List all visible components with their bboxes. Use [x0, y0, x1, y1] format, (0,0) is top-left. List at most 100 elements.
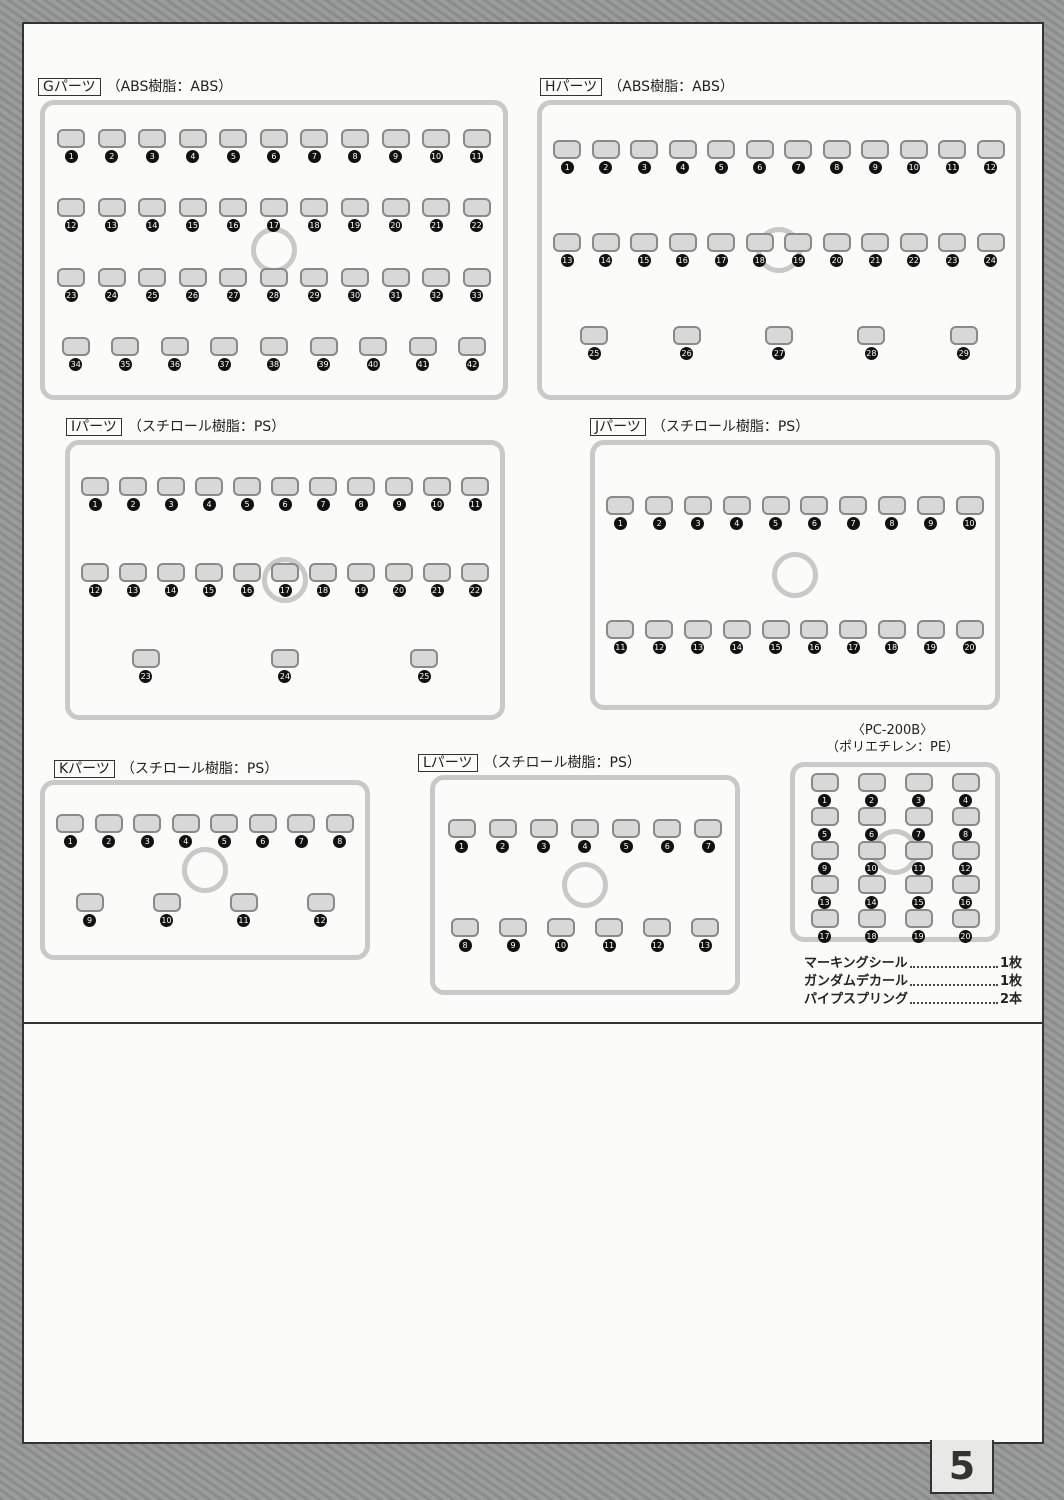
sprue-header-k: Kパーツ（スチロール樹脂：PS） [54, 758, 278, 778]
sprue-tag: Lパーツ [418, 754, 478, 772]
part-l-8: 8 [446, 917, 484, 952]
part-number: 13 [818, 896, 831, 909]
part-h-1: 1 [548, 140, 586, 175]
part-shape [822, 140, 851, 160]
part-shape [178, 267, 207, 287]
part-i-5: 5 [228, 477, 266, 511]
part-number: 5 [619, 839, 633, 853]
part-number: 20 [959, 930, 972, 943]
part-h-2: 2 [587, 140, 625, 175]
part-shape [408, 337, 437, 357]
part-shape [951, 909, 980, 928]
part-shape [800, 620, 829, 639]
part-shape [810, 773, 839, 792]
part-number: 6 [660, 839, 674, 853]
part-i-14: 14 [152, 563, 190, 597]
part-shape [643, 917, 671, 937]
part-number: 20 [830, 253, 844, 267]
part-shape [381, 267, 410, 287]
part-pc-18: 18 [853, 909, 891, 943]
part-shape [630, 140, 659, 160]
part-number: 1 [64, 149, 78, 163]
part-shape [61, 337, 90, 357]
part-g-34: 34 [57, 337, 95, 372]
part-i-3: 3 [152, 477, 190, 511]
part-shape [81, 563, 109, 582]
part-number: 26 [186, 288, 200, 302]
accessory-qty: 1枚 [999, 974, 1022, 989]
part-number: 12 [314, 913, 327, 927]
part-g-13: 13 [93, 198, 131, 233]
part-shape [381, 128, 410, 148]
part-number: 6 [753, 161, 767, 175]
part-shape [707, 140, 736, 160]
part-shape [784, 140, 813, 160]
sprue-material: （ABS樹脂：ABS） [106, 79, 233, 95]
part-l-7: 7 [689, 818, 727, 853]
part-l-1: 1 [443, 818, 481, 853]
part-number: 14 [164, 584, 178, 597]
part-number: 15 [912, 896, 925, 909]
part-number: 31 [389, 288, 403, 302]
part-pc-16: 16 [947, 875, 985, 909]
part-i-24: 24 [266, 649, 304, 683]
part-shape [668, 232, 697, 252]
part-number: 7 [316, 498, 330, 511]
part-k-10: 10 [148, 892, 186, 927]
part-pc-10: 10 [853, 841, 891, 875]
part-g-16: 16 [214, 198, 252, 233]
part-h-15: 15 [625, 232, 663, 267]
part-number: 22 [907, 253, 921, 267]
part-number: 2 [496, 839, 510, 853]
part-shape [810, 875, 839, 894]
part-h-27: 27 [760, 325, 798, 360]
part-h-9: 9 [856, 140, 894, 175]
part-number: 7 [294, 834, 308, 848]
part-g-25: 25 [133, 267, 171, 302]
part-number: 11 [945, 161, 959, 175]
part-number: 26 [680, 346, 694, 360]
part-shape [877, 496, 906, 515]
part-i-19: 19 [342, 563, 380, 597]
part-g-23: 23 [52, 267, 90, 302]
part-number: 21 [430, 584, 444, 597]
part-shape [423, 563, 451, 582]
part-shape [81, 477, 109, 496]
part-h-20: 20 [818, 232, 856, 267]
part-l-3: 3 [525, 818, 563, 853]
part-number: 21 [868, 253, 882, 267]
part-shape [784, 232, 813, 252]
part-shape [233, 477, 261, 496]
part-shape [300, 267, 329, 287]
part-number: 5 [226, 149, 240, 163]
part-shape [916, 620, 945, 639]
part-pc-7: 7 [900, 807, 938, 841]
part-shape [668, 140, 697, 160]
part-number: 28 [864, 346, 878, 360]
part-shape [178, 128, 207, 148]
part-g-35: 35 [106, 337, 144, 372]
part-k-6: 6 [244, 813, 282, 848]
part-k-1: 1 [51, 813, 89, 848]
part-shape [195, 477, 223, 496]
part-shape [938, 140, 967, 160]
part-number: 2 [865, 794, 878, 807]
part-number: 23 [945, 253, 959, 267]
part-g-41: 41 [404, 337, 442, 372]
sprue-material: （ABS樹脂：ABS） [608, 79, 734, 95]
part-shape [248, 813, 277, 833]
part-shape [210, 813, 239, 833]
accessory-name: マーキングシール [804, 956, 908, 971]
part-k-2: 2 [90, 813, 128, 848]
part-number: 6 [865, 828, 878, 841]
sprue-header-j: Jパーツ（スチロール樹脂：PS） [590, 416, 809, 436]
part-pc-3: 3 [900, 773, 938, 807]
part-g-36: 36 [156, 337, 194, 372]
part-h-22: 22 [895, 232, 933, 267]
part-number: 13 [691, 641, 705, 654]
part-shape [951, 773, 980, 792]
